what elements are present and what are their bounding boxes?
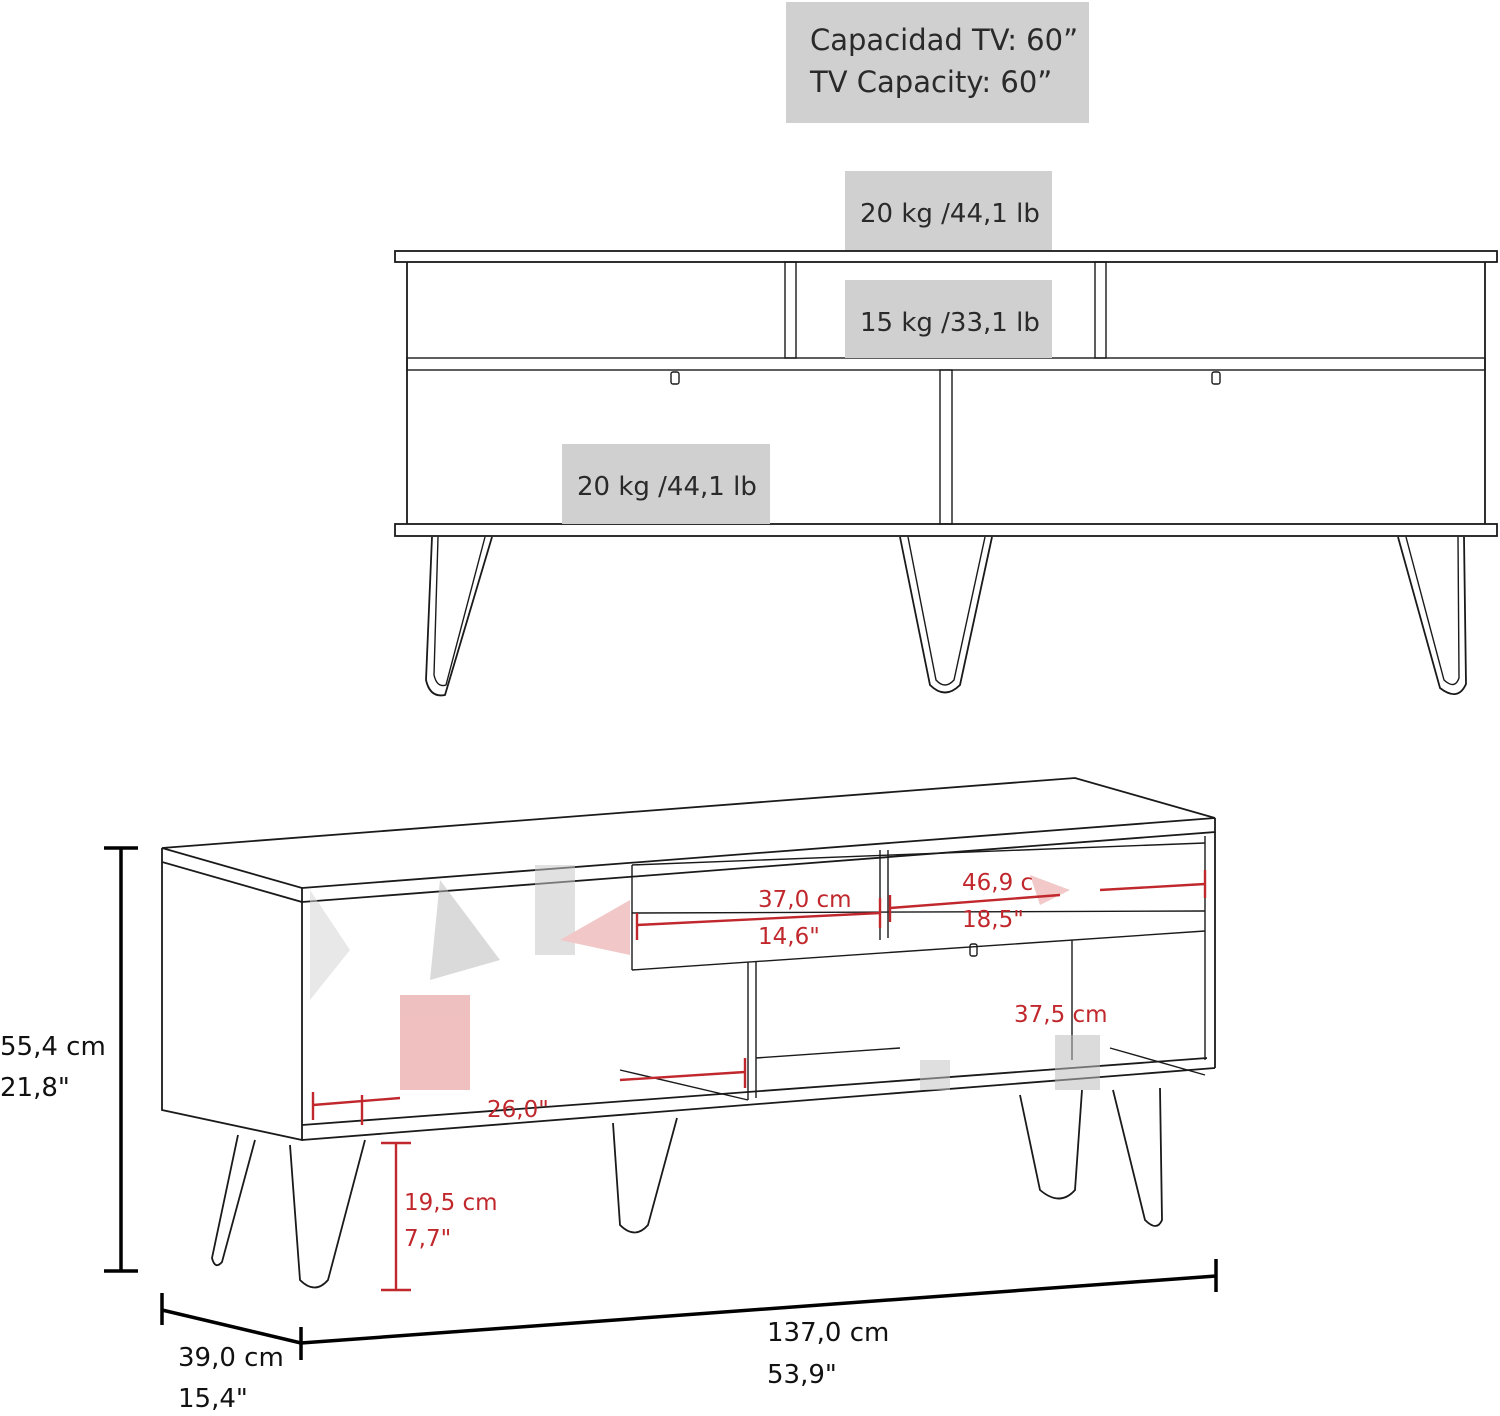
hinge-right <box>1211 371 1221 385</box>
bottom-panel <box>394 523 1498 537</box>
capacity-label-en: TV Capacity: 60” <box>809 65 1052 99</box>
compartment-c-cm: 37,5 cm <box>1014 1002 1108 1028</box>
left-side-panel <box>161 862 303 1142</box>
blurred-overlays <box>310 865 1100 1090</box>
front-view: Capacidad TV: 60” TV Capacity: 60” 20 kg… <box>394 2 1498 697</box>
overall-dimension-lines <box>104 846 1218 1360</box>
compartment-a-cm: 37,0 cm <box>758 887 852 913</box>
hinge-left <box>670 371 680 385</box>
depth-cm: 39,0 cm <box>178 1343 284 1373</box>
bottom-load-box <box>562 444 770 524</box>
upper-divider-right <box>1094 261 1107 359</box>
tv-stand-top-panel <box>394 250 1498 263</box>
compartment-b-cm: 46,9 c <box>962 870 1033 896</box>
front-legs <box>425 536 1467 697</box>
width-cm: 137,0 cm <box>767 1318 889 1348</box>
middle-shelf <box>406 357 1486 371</box>
top-load-label: 20 kg /44,1 lb <box>860 199 1040 229</box>
width-in: 53,9" <box>767 1360 837 1390</box>
top-load-box <box>845 171 1052 251</box>
compartment-a-in: 14,6" <box>758 924 820 950</box>
height-cm: 55,4 cm <box>0 1032 106 1062</box>
height-in: 21,8" <box>0 1073 70 1103</box>
hinge-perspective <box>969 943 978 957</box>
leg-height-in: 7,7" <box>404 1226 451 1252</box>
compartment-b-in: 18,5" <box>962 907 1024 933</box>
middle-load-label: 15 kg /33,1 lb <box>860 308 1040 338</box>
perspective-view: 37,0 cm 14,6" 46,9 c 18,5" 37,5 cm 26,0"… <box>0 777 1218 1414</box>
perspective-legs <box>211 1087 1163 1289</box>
leg-left <box>425 536 493 697</box>
bottom-load-label: 20 kg /44,1 lb <box>577 472 757 502</box>
middle-load-box <box>845 280 1052 358</box>
red-dimension-lines <box>311 870 1207 1292</box>
capacity-label-box <box>786 2 1089 123</box>
compartment-d-in: 26,0" <box>487 1097 549 1123</box>
upper-divider-left <box>784 261 797 359</box>
leg-height-cm: 19,5 cm <box>404 1190 498 1216</box>
leg-right <box>1397 536 1467 695</box>
lower-divider <box>939 369 953 525</box>
depth-in: 15,4" <box>178 1384 248 1414</box>
capacity-label-es: Capacidad TV: 60” <box>810 23 1078 57</box>
leg-center <box>899 536 993 694</box>
